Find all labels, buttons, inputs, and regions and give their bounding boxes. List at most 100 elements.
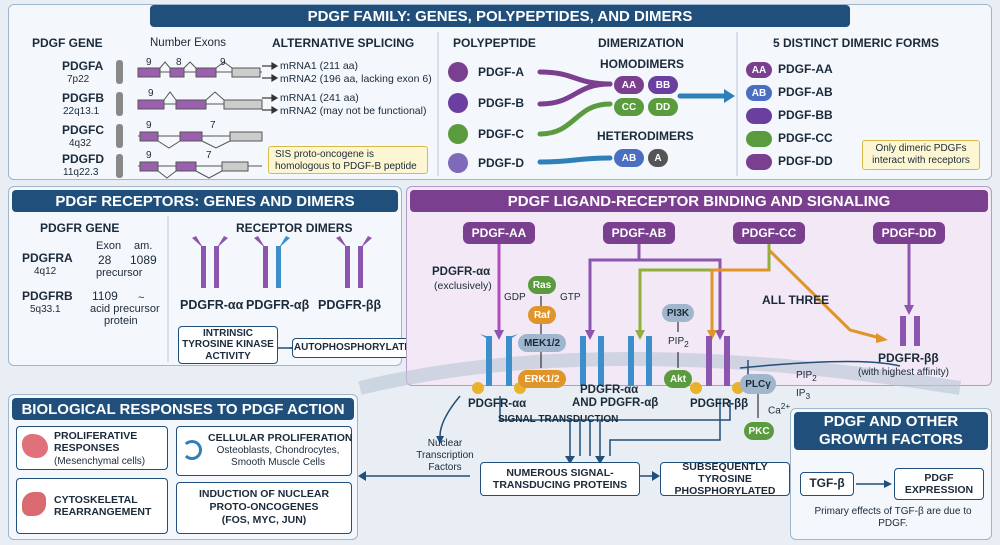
prolif-cell-icon [22,434,48,458]
receptor-alpha-alpha-2 [580,336,604,386]
receptor-aa-icon [192,236,228,288]
plc-ip-text: IP [796,388,806,399]
receptors-title: PDGF RECEPTORS: GENES AND DIMERS [12,190,398,212]
exon-num-c1: 9 [146,120,152,131]
splice-b-mrna1: mRNA1 (241 aa) [280,92,359,104]
poly-a-ball [448,62,468,82]
gene-pdgfrb-loc: 5q33.1 [30,304,61,315]
homodimers-label: HOMODIMERS [600,57,684,71]
dimer-a: A [648,149,668,167]
gene-pdgfrb: PDGFRB [22,289,73,303]
receptor-alpha-beta [628,336,652,386]
pip2-text: PIP [668,336,685,347]
gene-pdgfb-loc: 22q13.1 [63,106,100,117]
exon-num-c2: 7 [210,120,216,131]
poly-a: PDGF-A [478,65,524,79]
receptor-beta-beta-2 [900,316,920,346]
col-pdgfr-gene: PDGFR GENE [40,221,120,235]
col-pdgf-gene: PDGF GENE [32,36,103,50]
pkc-node: PKC [744,422,774,440]
akt-node: Akt [664,370,692,388]
gene-pdgfra-loc: 4q12 [34,266,57,277]
receptor-label-4-note: (with highest affinity) [858,367,949,378]
tgf-note: Primary effects of TGF-β are due to PDGF… [814,506,972,529]
form-aa-icon: AA [746,62,772,78]
form-dd-icon [746,154,772,170]
pdgfrb-aa: 1109 [92,289,118,303]
dimerization-flows [537,69,728,165]
ligand-ab: PDGF-AB [603,222,675,244]
ca-text: Ca [768,405,781,417]
receptor-dimer-aa: PDGFR-αα [180,298,244,312]
pdgfrb-tilde: ~ [138,292,145,304]
poly-b-ball [448,93,468,113]
col-number-exons: Number Exons [150,37,227,49]
pdgfra-exons: 28 [98,253,112,267]
exon-num-b1: 9 [148,88,154,99]
gene-pdgfb: PDGFB [62,91,104,105]
dimer-cc: CC [614,98,644,116]
dimer-ab: AB [614,149,644,167]
poly-d-ball [448,153,468,173]
receptor-dimer-icons [167,216,410,362]
nuclear-ind-box [176,482,352,534]
plc-pip2: PIP2 [796,370,817,384]
poly-b: PDGF-B [478,96,524,110]
col-alt-splicing: ALTERNATIVE SPLICING [272,36,415,50]
col-polypeptide: POLYPEPTIDE [453,36,536,50]
poly-c-ball [448,124,468,144]
receptor-ab-icon [254,236,290,288]
exon-num-d1: 9 [146,150,152,161]
plc-ip3: IP3 [796,388,810,402]
exon-structures [137,67,263,172]
poly-d: PDGF-D [478,156,524,170]
splice-a-mrna2: mRNA2 (196 aa, lacking exon 6) [280,73,432,85]
pip2-sub: 2 [684,339,689,349]
dimer-bb: BB [648,76,678,94]
receptor-label-3: PDGFR-ββ [690,398,749,410]
ca-sup: 2+ [780,401,791,411]
splice-a-mrna1: mRNA1 (211 aa) [280,60,359,72]
gene-diagrams [116,32,738,179]
pip2-label: PIP2 [668,336,689,350]
cycle-icon [182,440,202,460]
plc-pip-sub: 2 [812,373,817,383]
binding-title: PDGF LIGAND-RECEPTOR BINDING AND SIGNALI… [410,190,988,212]
pdgf-family-title: PDGF FAMILY: GENES, POLYPEPTIDES, AND DI… [150,5,850,27]
poly-c: PDGF-C [478,127,524,141]
pdgfrb-protein: protein [104,315,138,327]
ligand-aa: PDGF-AA [463,222,535,244]
pdgfrb-precursor: acid precursor [90,303,160,315]
ligand-dd: PDGF-DD [873,222,945,244]
plc-ip-sub: 3 [805,391,811,401]
receptor-bb-icon [336,236,372,288]
gene-pdgfa: PDGFA [62,59,104,73]
gene-pdgfd-loc: 11q22.3 [63,167,99,178]
binding-panel [406,186,992,386]
dimer-dd: DD [648,98,678,116]
cell-prolif-sub: Osteoblasts, Chondrocytes, Smooth Muscle… [216,445,340,468]
gene-pdgfc: PDGFC [62,123,104,137]
form-aa: PDGF-AA [778,62,833,76]
form-ab: PDGF-AB [778,85,833,99]
forms-note: Only dimeric PDGFs interact with recepto… [862,140,980,170]
dimer-aa: AA [614,76,644,94]
form-dd: PDGF-DD [778,154,833,168]
col-receptor-dimers: RECEPTOR DIMERS [236,221,353,235]
exon-num-a3: 9 [220,57,226,68]
prolif-sub: (Mesenchymal cells) [54,456,146,467]
pdgfra-precursor: precursor [96,267,143,279]
numerous-proteins-box: NUMEROUS SIGNAL-TRANSDUCING PROTEINS [480,462,640,496]
cell-prolif-box [176,426,352,476]
form-cc: PDGF-CC [778,131,833,145]
cyto-label: CYTOSKELETAL REARRANGEMENT [54,494,152,519]
col-dimerization: DIMERIZATION [598,36,684,50]
gene-pdgfc-loc: 4q32 [69,138,92,149]
receptor-alpha-alpha-1 [480,334,518,386]
cyto-cell-icon [22,492,46,516]
receptor-label-2b: AND PDGFR-αβ [572,397,659,409]
receptor-beta-beta-1 [706,336,730,386]
gene-pdgfra: PDGFRA [22,251,73,265]
erk-node: ERK1/2 [518,370,566,388]
